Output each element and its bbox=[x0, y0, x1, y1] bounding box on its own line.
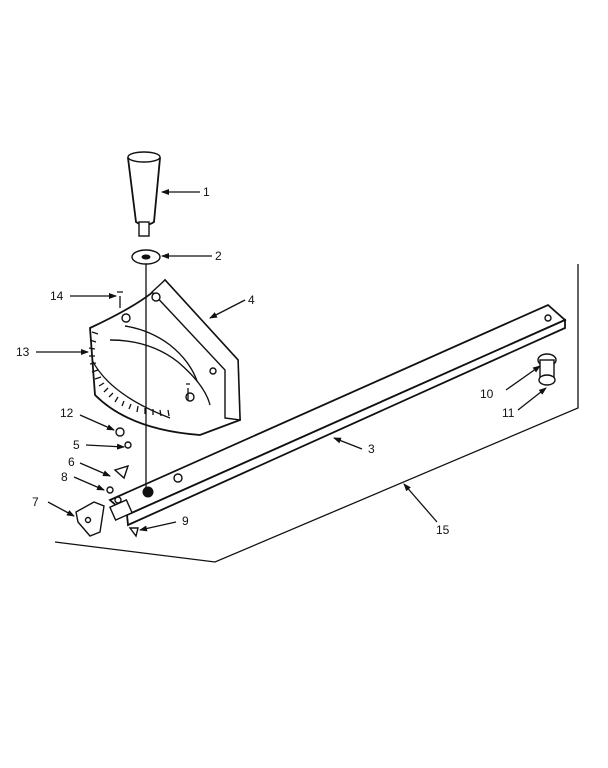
callout-3: 3 bbox=[368, 442, 375, 456]
callout-5: 5 bbox=[73, 438, 80, 452]
protractor-scale bbox=[88, 331, 170, 417]
callout-14: 14 bbox=[50, 289, 64, 303]
callout-13: 13 bbox=[16, 345, 30, 359]
part-2-washer bbox=[131, 249, 161, 265]
callout-4: 4 bbox=[248, 293, 255, 307]
part-3-guide-bar bbox=[108, 303, 567, 527]
callout-1: 1 bbox=[203, 185, 210, 199]
small-hardware bbox=[75, 291, 190, 538]
callout-10: 10 bbox=[480, 387, 494, 401]
part-1-handle-knob bbox=[127, 151, 161, 237]
callout-2: 2 bbox=[215, 249, 222, 263]
callout-12: 12 bbox=[60, 406, 74, 420]
part-10-11-stop-bolt bbox=[537, 353, 557, 386]
leader-lines bbox=[36, 189, 547, 532]
callout-7: 7 bbox=[32, 495, 39, 509]
callout-8: 8 bbox=[61, 470, 68, 484]
callout-6: 6 bbox=[68, 455, 75, 469]
table-outline bbox=[54, 264, 579, 563]
callout-15: 15 bbox=[436, 523, 450, 537]
callout-labels: 1 2 3 4 5 6 7 8 9 10 11 12 13 14 15 bbox=[16, 185, 515, 537]
callout-11: 11 bbox=[502, 406, 515, 420]
callout-9: 9 bbox=[182, 514, 189, 528]
part-4-miter-body bbox=[89, 278, 241, 436]
